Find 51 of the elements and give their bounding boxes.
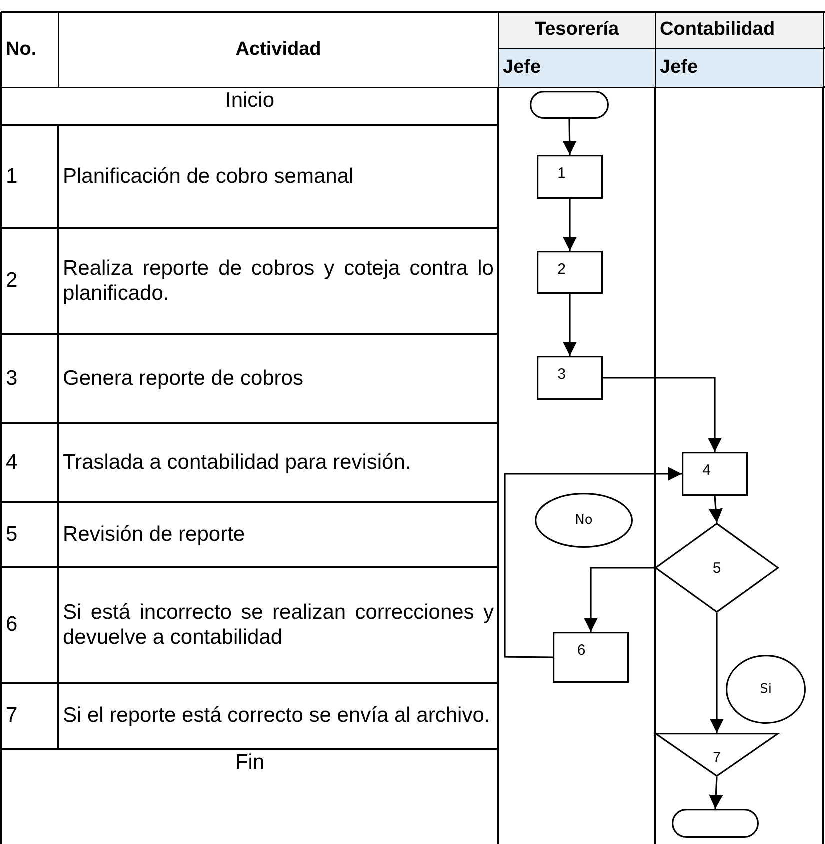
process-box (537, 356, 603, 400)
activity-description: Si el reporte está correcto se envía al archivo. (63, 703, 492, 729)
activity-description: Traslada a contabilidad para revisión. (63, 450, 412, 476)
activity-description: Genera reporte de cobros (63, 366, 304, 392)
process-box (682, 452, 748, 496)
arrow (710, 613, 724, 733)
start-row-text: Inicio (224, 88, 276, 114)
step-number: 7 (6, 703, 19, 729)
archive-triangle (655, 733, 779, 777)
step-number: 1 (6, 164, 19, 190)
step-number: 3 (6, 366, 19, 392)
arrow (709, 776, 724, 810)
step-number: 4 (702, 462, 711, 479)
process-box (537, 155, 603, 199)
arrow (603, 377, 722, 452)
arrow (563, 199, 577, 251)
step-number: 3 (558, 366, 566, 383)
arrow (708, 496, 723, 524)
process-box (537, 251, 603, 294)
arrow (563, 294, 577, 356)
decision-diamond (655, 523, 779, 613)
end-terminal (672, 809, 759, 838)
arrow (504, 467, 682, 658)
process-box (553, 632, 629, 683)
start-terminal (530, 91, 609, 119)
step-number: 7 (713, 749, 721, 765)
lane-header: Tesorería (534, 19, 620, 42)
activity-description: Revisión de reporte (63, 522, 246, 548)
column-header: Actividad (234, 38, 322, 62)
step-number: 2 (6, 268, 19, 294)
branch-label: No (575, 513, 593, 528)
column-header: No. (6, 38, 38, 62)
arrow (562, 118, 577, 156)
activity-description: Realiza reporte de cobros y coteja contra lo planificado. (63, 256, 494, 306)
end-row-text: Fin (234, 750, 266, 776)
arrow (584, 567, 655, 632)
branch-label: Si (760, 682, 772, 697)
activity-description: Planificación de cobro semanal (63, 164, 355, 190)
step-number: 5 (712, 560, 722, 576)
step-number: 6 (577, 642, 586, 659)
step-number: 4 (6, 450, 19, 476)
step-number: 2 (558, 261, 566, 278)
lane-header: Contabilidad (660, 19, 776, 42)
step-number: 6 (6, 612, 19, 638)
activity-description: Si está incorrecto se realizan correcciones y devuelve a contabilidad (63, 600, 494, 650)
step-number: 5 (6, 522, 19, 548)
branch-label-ellipse (535, 493, 633, 548)
step-number: 1 (558, 165, 566, 182)
role-header: Jefe (660, 56, 700, 80)
branch-label-ellipse (726, 655, 806, 724)
role-header: Jefe (503, 56, 542, 80)
